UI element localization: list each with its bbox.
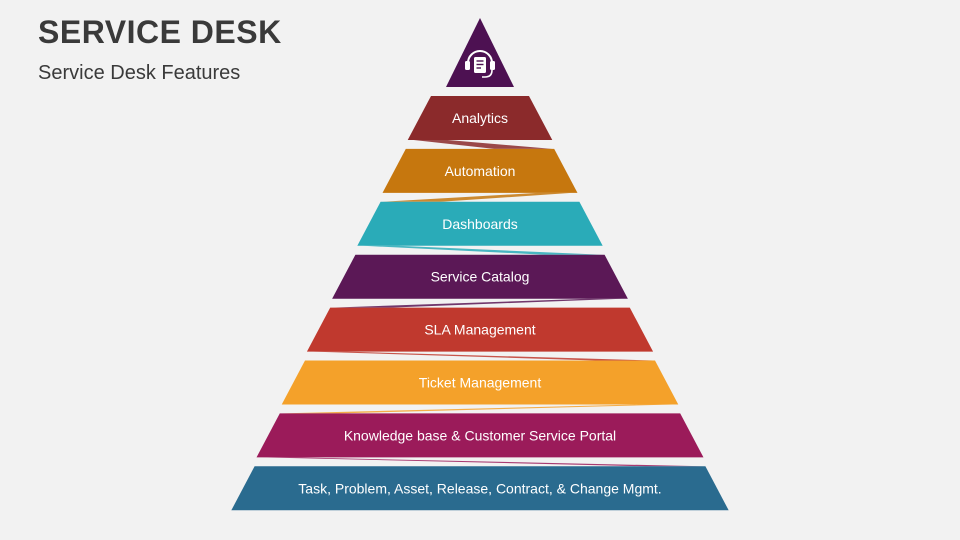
tier-connector <box>262 457 704 467</box>
tier-label: Knowledge base & Customer Service Portal <box>344 427 616 443</box>
tier-band <box>256 413 704 458</box>
tier-label: Dashboards <box>442 216 518 232</box>
tier-label: Service Catalog <box>431 269 530 285</box>
tier-band <box>332 254 628 299</box>
headset-icon <box>465 50 495 78</box>
pyramid-apex <box>446 18 514 87</box>
apex-triangle <box>446 18 514 87</box>
tier-label: Analytics <box>452 110 508 126</box>
tier-connector <box>332 298 622 308</box>
tier-connector <box>312 351 653 361</box>
tier-band <box>407 96 553 140</box>
tier-connector <box>413 140 553 149</box>
page-subtitle: Service Desk Features <box>38 62 241 84</box>
tier-label: Ticket Management <box>419 375 542 391</box>
tier-label: Task, Problem, Asset, Release, Contract,… <box>298 480 661 496</box>
tier-band <box>357 201 603 246</box>
tier-connector <box>363 245 603 255</box>
page-title: SERVICE DESK <box>38 14 282 50</box>
tier-connectors <box>262 140 704 467</box>
tier-connector <box>281 404 673 414</box>
tier-band <box>382 148 578 193</box>
tier-band <box>306 307 654 352</box>
tier-label: Automation <box>445 163 516 179</box>
tier-band <box>281 360 679 405</box>
tier-band <box>231 466 729 511</box>
tier-label: SLA Management <box>424 322 535 338</box>
tier-connector <box>382 192 572 202</box>
